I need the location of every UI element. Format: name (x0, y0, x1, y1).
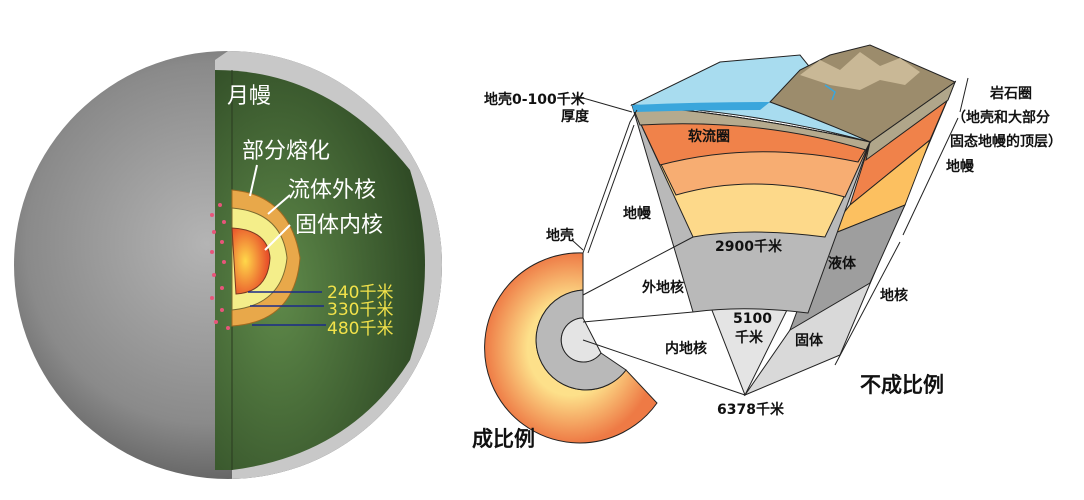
solid-inner-core (231, 227, 271, 295)
label-mantle-left: 地幔 (623, 205, 652, 222)
label-330km: 330千米 (327, 300, 393, 320)
label-liquid: 液体 (828, 255, 857, 272)
label-5100-km: 千米 (735, 329, 764, 346)
earth-wedge (630, 44, 969, 397)
label-480km: 480千米 (327, 319, 393, 339)
label-inner-core: 内地核 (665, 340, 707, 357)
moon-cutaway: 月幔 部分熔化 流体外核 固体内核 240千米 330千米 480千米 (14, 51, 442, 479)
label-crust: 地壳 (546, 227, 574, 244)
label-moon-mantle: 月幔 (227, 84, 271, 109)
label-core-right: 地核 (880, 287, 908, 304)
melt-dots (210, 203, 230, 330)
label-solid-inner-core: 固体内核 (295, 213, 383, 238)
label-lithosphere-desc-1: （地壳和大部分 (952, 109, 1050, 126)
label-to-scale: 成比例 (472, 427, 535, 451)
label-solid: 固体 (795, 332, 824, 349)
label-mantle-right: 地幔 (946, 158, 975, 175)
label-fluid-outer-core: 流体外核 (288, 178, 376, 203)
label-outer-core: 外地核 (642, 279, 684, 296)
label-asthenosphere: 软流圈 (688, 128, 730, 145)
label-6378km: 6378千米 (717, 401, 785, 418)
label-2900km: 2900千米 (715, 238, 783, 255)
moon-mantle-section (215, 70, 425, 470)
label-lithosphere-desc-2: 固态地幔的顶层） (950, 133, 1062, 150)
label-crust-thickness-2: 厚度 (561, 108, 590, 125)
earth-to-scale (484, 95, 746, 444)
moon-arrows (249, 164, 291, 251)
label-partial-melt: 部分熔化 (242, 139, 330, 164)
label-not-to-scale: 不成比例 (860, 373, 944, 397)
label-240km: 240千米 (327, 283, 393, 303)
label-crust-thickness: 地壳0-100千米 (484, 91, 586, 108)
label-lithosphere: 岩石圈 (989, 85, 1032, 102)
label-5100: 5100 (733, 311, 772, 327)
